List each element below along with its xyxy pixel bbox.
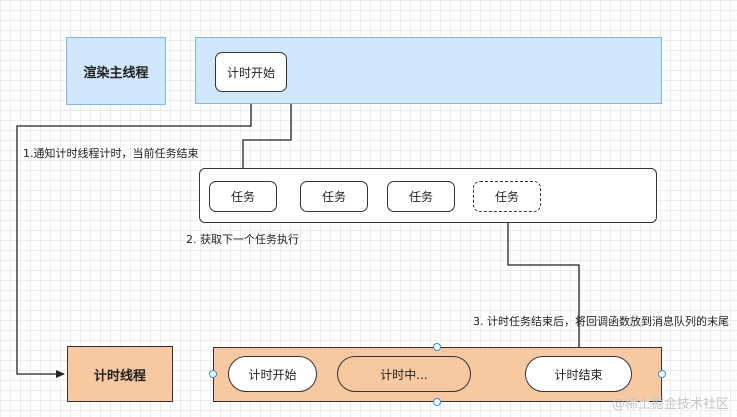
timer-end-pill: 计时结束 [525, 356, 632, 392]
resize-handle-bottom[interactable] [433, 398, 441, 406]
render-thread-label: 渲染主线程 [66, 37, 166, 105]
render-timer-start-node: 计时开始 [215, 52, 287, 92]
timer-start-pill: 计时开始 [228, 356, 317, 392]
queue-task-2: 任务 [300, 181, 368, 212]
timer-end-pill-text: 计时结束 [554, 367, 603, 382]
render-timer-start-text: 计时开始 [226, 65, 275, 80]
timer-thread-label: 计时线程 [67, 346, 173, 402]
note-step-3-text: 3. 计时任务结束后，将回调函数放到消息队列的末尾 [473, 315, 729, 328]
resize-handle-left[interactable] [209, 370, 217, 378]
resize-handle-right[interactable] [658, 370, 666, 378]
timer-running-pill-text: 计时中... [380, 367, 428, 382]
watermark: @稀土掘金技术社区 [612, 393, 729, 412]
note-step-3: 3. 计时任务结束后，将回调函数放到消息队列的末尾 [473, 314, 737, 330]
queue-task-text: 任务 [321, 190, 346, 204]
queue-task-3: 任务 [387, 181, 455, 212]
arrow-fetch-next-task [242, 94, 295, 181]
queue-task-text: 任务 [230, 190, 255, 204]
note-step-1-text: 1.通知计时线程计时，当前任务结束 [23, 147, 199, 160]
timer-start-pill-text: 计时开始 [248, 367, 297, 382]
note-step-2: 2. 获取下一个任务执行 [186, 232, 299, 248]
queue-task-pending: 任务 [473, 181, 541, 212]
watermark-text: @稀土掘金技术社区 [611, 397, 729, 412]
timer-thread-label-text: 计时线程 [93, 368, 146, 384]
note-step-1: 1.通知计时线程计时，当前任务结束 [23, 146, 203, 162]
arrow-callback-to-queue [504, 214, 580, 356]
queue-task-text: 任务 [408, 190, 433, 204]
note-step-2-text: 2. 获取下一个任务执行 [186, 233, 299, 246]
render-thread-label-text: 渲染主线程 [83, 65, 149, 81]
queue-task-text: 任务 [494, 190, 519, 204]
arrow-notify-timer-thread [16, 92, 252, 378]
queue-task-1: 任务 [209, 181, 277, 212]
resize-handle-top[interactable] [433, 343, 441, 351]
timer-running-pill: 计时中... [337, 356, 471, 392]
